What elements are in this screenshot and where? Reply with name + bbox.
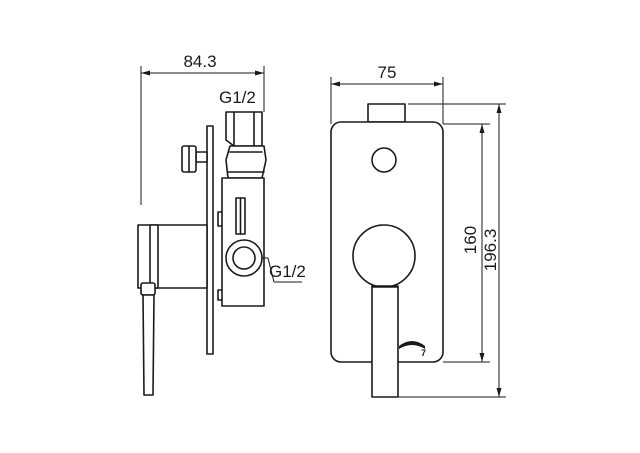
total-height-dimension-label: 196.3 [481,229,500,272]
depth-dimension-label: 84.3 [183,52,216,71]
diverter-knob-front [371,147,397,173]
top-nut [367,103,406,123]
brand-logo: 7 [399,341,426,358]
lever-front [352,224,416,398]
valve-body [217,111,267,307]
plate-height-dimension-label: 160 [461,226,480,254]
width-dimension-label: 75 [378,63,397,82]
side-outlet-thread-label: G1/2 [269,262,306,281]
width-dimension: 75 [330,63,444,124]
total-height-dimension: 196.3 [398,103,506,398]
front-view: 75 7 160 [330,63,506,398]
brand-logo-text: 7 [421,348,426,358]
diverter-knob [181,145,208,173]
top-inlet-thread-label: G1/2 [219,88,256,107]
wall-plate [206,125,214,355]
side-outlet [225,239,302,283]
side-view: 84.3 G1/2 [137,52,306,396]
plate-height-dimension: 160 [443,123,490,363]
depth-dimension: 84.3 [140,52,265,205]
lever-handle [137,224,208,396]
